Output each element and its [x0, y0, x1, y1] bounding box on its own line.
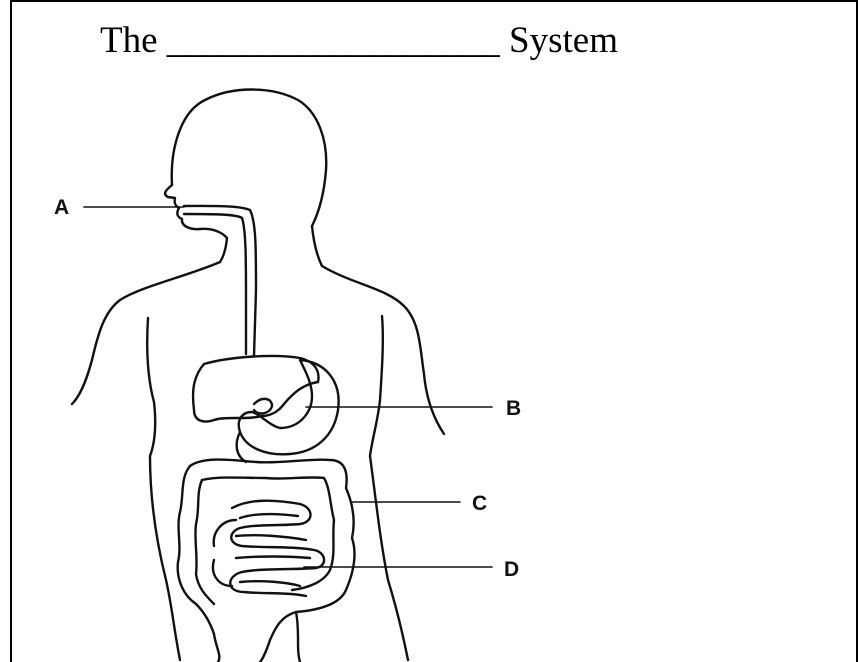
left-arm-inner [147, 318, 155, 456]
right-arm-inner [370, 316, 383, 456]
esophagus-right [184, 214, 246, 354]
label-a: A [54, 196, 69, 219]
ascending-colon-inner [195, 480, 214, 604]
left-torso [150, 456, 180, 660]
rectum [296, 612, 300, 662]
large-intestine-inner [202, 477, 334, 590]
appendix [214, 634, 219, 662]
label-c: C [472, 492, 487, 515]
right-torso [370, 456, 408, 660]
neck-right [312, 226, 322, 266]
label-b: B [506, 397, 521, 420]
neck-left [220, 238, 227, 262]
gallbladder [254, 399, 272, 414]
left-shoulder [72, 262, 220, 404]
face-profile [165, 185, 227, 238]
label-d: D [504, 558, 519, 581]
